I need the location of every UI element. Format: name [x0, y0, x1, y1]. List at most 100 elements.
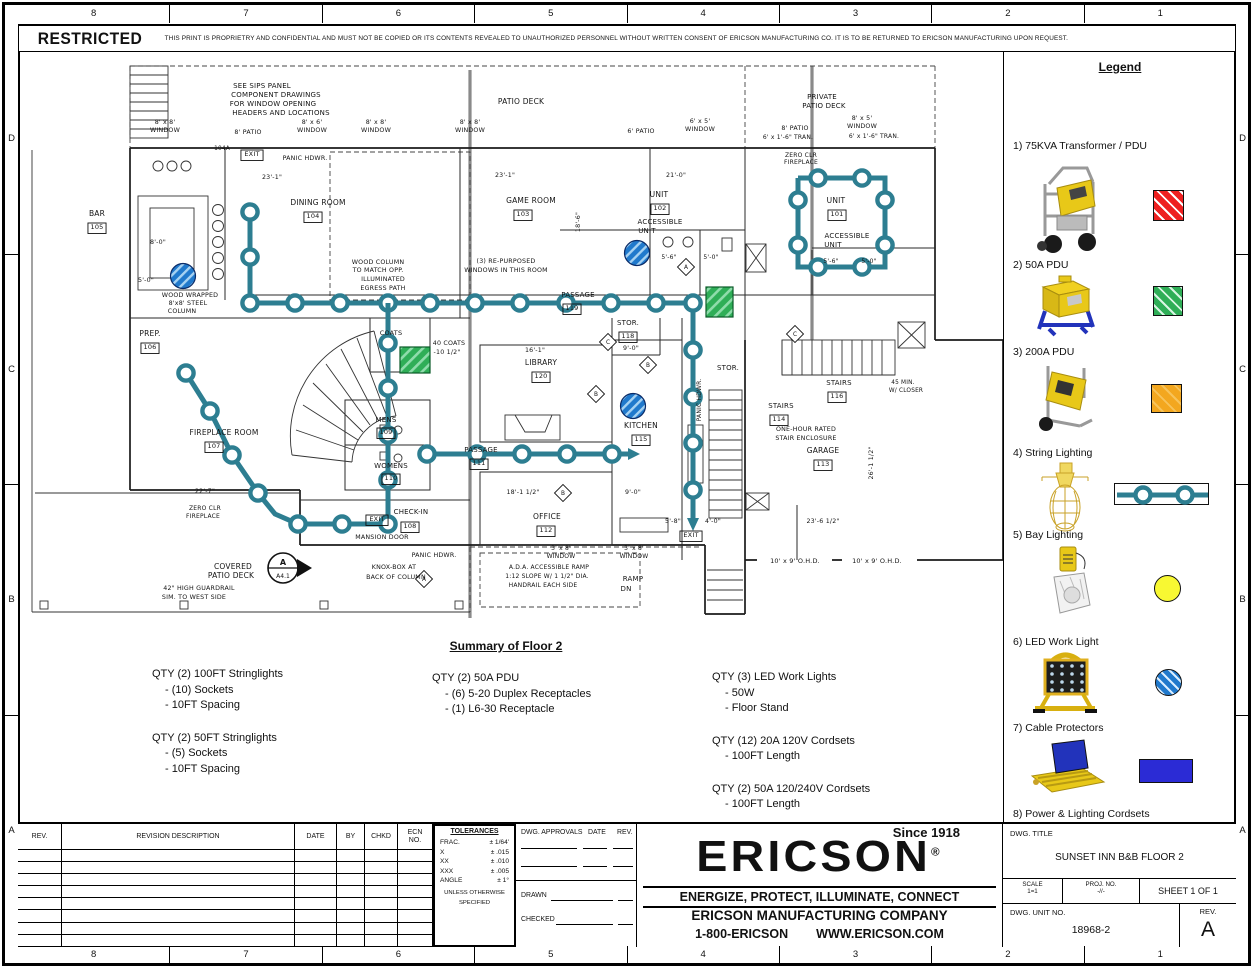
- label-box: [631, 434, 651, 446]
- summary-qty-line: QTY (2) 50A PDU: [432, 672, 520, 684]
- plan-label: 9'-0": [623, 345, 639, 352]
- furniture: [137, 160, 926, 533]
- legend-item-label: 5) Bay Lighting: [1013, 529, 1084, 541]
- proj-no-cell: PROJ. NO.-//-: [1063, 879, 1140, 903]
- zone-label: D: [1239, 133, 1246, 145]
- keynote-letter: C: [606, 340, 610, 346]
- legend-symbol-red-square: [1153, 190, 1184, 221]
- revision-empty-cell: [337, 934, 365, 947]
- plan-label: 5'-0": [861, 258, 876, 265]
- bay-light-icon: [1040, 543, 1098, 627]
- svg-text:A: A: [280, 558, 287, 567]
- plan-label: 8'x8' STEEL: [169, 300, 208, 307]
- revision-empty-cell: [337, 850, 365, 863]
- string-light-socket: [288, 514, 308, 534]
- string-light-socket: [378, 470, 398, 490]
- label-box: [365, 514, 389, 526]
- label-box: [469, 458, 489, 470]
- plan-label: WINDOW: [620, 553, 649, 560]
- summary-qty-line: QTY (3) LED Work Lights: [712, 671, 837, 683]
- plan-label: W/ CLOSER: [889, 388, 923, 394]
- zone-label: 3: [778, 5, 931, 23]
- plan-label: 26'-1 1/2": [868, 446, 875, 479]
- legend-item-label: 4) String Lighting: [1013, 447, 1093, 459]
- label-box: [562, 303, 582, 315]
- plan-label: TO MATCH OPP.: [352, 267, 404, 274]
- plan-label: LIBRARY: [525, 358, 558, 367]
- string-light-socket: [176, 363, 196, 383]
- revision-empty-cell: [365, 874, 398, 887]
- plan-label: 8' x 5': [852, 115, 873, 122]
- tolerances-title: TOLERANCES: [450, 828, 499, 835]
- plan-label: 16'-1": [525, 347, 545, 354]
- zone-label: B: [5, 484, 18, 715]
- revision-empty-cell: [337, 886, 365, 899]
- revision-empty-cell: [62, 934, 295, 947]
- string-light-socket: [240, 293, 260, 313]
- plan-label: 102: [653, 204, 666, 212]
- keynote-diamond: [553, 483, 573, 503]
- plan-label: PATIO DECK: [802, 102, 846, 110]
- string-light-socket: [646, 293, 666, 313]
- plan-label: 8' x 8': [460, 119, 481, 126]
- keynote-letter: C: [793, 332, 797, 338]
- string-light-socket: [510, 293, 530, 313]
- plan-label: 42" HIGH GUARDRAIL: [163, 585, 235, 592]
- label-box: [513, 209, 533, 221]
- zone-label: 7: [169, 5, 321, 23]
- keynote-letter: B: [646, 363, 650, 369]
- summary-detail-line: - Floor Stand: [725, 702, 789, 714]
- revision-empty-cell: [337, 898, 365, 911]
- summary-detail-line: - 50W: [725, 686, 755, 699]
- keynote-diamond: [676, 257, 696, 277]
- transformer-cart-icon: [1029, 154, 1114, 254]
- plan-label: PANIC HDWR.: [696, 379, 703, 422]
- string-light-socket: [512, 444, 532, 464]
- plan-label: 18'-6": [575, 212, 582, 232]
- string-light-socket: [875, 235, 895, 255]
- brand-company: ERICSON MANUFACTURING COMPANY: [691, 908, 948, 923]
- summary-title: Summary of Floor 2: [449, 639, 563, 653]
- zone-label: 6: [321, 946, 474, 964]
- string-light-socket: [417, 444, 437, 464]
- revision-empty-cell: [18, 874, 62, 887]
- revision-empty-cell: [337, 874, 365, 887]
- label-box: [827, 391, 847, 403]
- revision-empty-cell: [337, 922, 365, 935]
- revision-empty-cell: [295, 874, 337, 887]
- svg-text:A4.1: A4.1: [276, 573, 290, 580]
- plan-label: A.D.A. ACCESSIBLE RAMP: [509, 564, 589, 571]
- legend-item-label: 3) 200A PDU: [1013, 346, 1075, 358]
- plan-label: 5'-8": [665, 518, 681, 525]
- revision-empty-cell: [62, 922, 295, 935]
- string-light-arrow: [687, 518, 699, 531]
- string-light-socket: [788, 235, 808, 255]
- sheet-cell: SHEET 1 OF 1: [1158, 886, 1218, 896]
- plan-label: 119: [565, 304, 578, 312]
- plan-label: WINDOW: [547, 553, 576, 560]
- plan-label: 112: [539, 526, 552, 534]
- plan-label: GAME ROOM: [506, 196, 556, 205]
- label-box: [140, 342, 160, 354]
- legend-symbol-cable-rect: [1139, 759, 1193, 783]
- plan-label: 8' x 6': [302, 119, 323, 126]
- revision-empty-cell: [365, 850, 398, 863]
- led-work-light-symbol: [169, 262, 197, 290]
- pdu-200a-icon: [1034, 358, 1100, 432]
- pdu-50a-symbol: [399, 346, 431, 374]
- tolerance-row: X± .015: [440, 848, 509, 856]
- plan-label: BAR: [89, 209, 105, 218]
- summary-column: QTY (2) 50A PDU- (6) 5-20 Duplex Recepta…: [432, 671, 591, 735]
- revision-header: BY: [337, 824, 365, 850]
- plan-label: 103: [516, 210, 529, 218]
- keynote-diamond: [598, 332, 618, 352]
- brand-since: Since 1918: [892, 825, 960, 840]
- dwg-title-label: DWG. TITLE: [1010, 829, 1053, 838]
- plan-label: FIREPLACE: [784, 159, 818, 166]
- revision-empty-cell: [295, 910, 337, 923]
- revision-empty-cell: [337, 862, 365, 875]
- plan-label: 8' PATIO: [234, 129, 261, 136]
